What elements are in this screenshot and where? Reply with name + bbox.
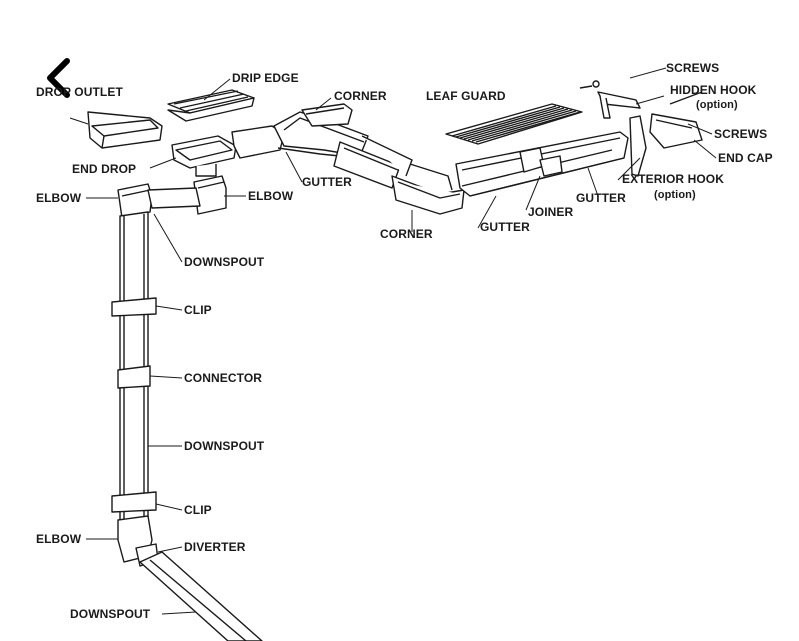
gutter-run-diagonal (333, 135, 413, 189)
label-clip-2: CLIP (184, 503, 212, 517)
corner-bottom-part (391, 163, 465, 215)
label-gutter-right: GUTTER (576, 191, 626, 205)
leaf-guard-part (445, 103, 583, 145)
label-end-cap: END CAP (718, 151, 773, 165)
gutter-stub (231, 125, 285, 159)
label-diverter: DIVERTER (184, 540, 246, 554)
elbow-connector-pipe (147, 187, 201, 209)
screw-right (669, 91, 703, 105)
label-gutter-left: GUTTER (302, 175, 352, 189)
label-exterior-hook: EXTERIOR HOOK (622, 172, 724, 186)
label-screws-top: SCREWS (666, 61, 720, 75)
clip-1-part (111, 297, 157, 317)
screw-top (592, 80, 600, 88)
label-hidden-hook-option: (option) (696, 99, 738, 111)
label-exterior-hook-option: (option) (654, 189, 696, 201)
end-cap-part (649, 113, 703, 149)
label-connector: CONNECTOR (184, 371, 263, 385)
label-elbow-top-right: ELBOW (248, 189, 294, 203)
hidden-hook-part (597, 91, 641, 119)
label-drop-outlet: DROP OUTLET (36, 85, 123, 99)
label-elbow-bottom: ELBOW (36, 532, 82, 546)
label-corner-bottom: CORNER (380, 227, 433, 241)
label-corner-top: CORNER (334, 89, 387, 103)
downspout-vertical (119, 211, 149, 523)
downspout-diagonal (139, 551, 263, 641)
elbow-top-right-part (193, 175, 227, 215)
label-screws-right: SCREWS (714, 127, 768, 141)
leader-lines (69, 67, 717, 615)
label-gutter-middle: GUTTER (480, 220, 530, 234)
label-hidden-hook: HIDDEN HOOK (670, 83, 757, 97)
label-joiner: JOINER (528, 205, 574, 219)
chevron-left-icon (47, 58, 70, 98)
drip-edge-part (167, 89, 255, 122)
end-drop-part (171, 135, 237, 177)
label-leaf-guard: LEAF GUARD (426, 89, 506, 103)
exterior-hook-part (629, 115, 647, 177)
label-end-drop: END DROP (72, 162, 137, 176)
label-clip-1: CLIP (184, 303, 212, 317)
label-elbow-top-left: ELBOW (36, 191, 82, 205)
label-downspout-2: DOWNSPOUT (184, 439, 265, 453)
drop-outlet-part (87, 111, 163, 149)
back-button[interactable] (40, 56, 80, 100)
joiner-part (519, 147, 563, 177)
corner-top-part (301, 103, 353, 127)
label-downspout-3: DOWNSPOUT (70, 607, 151, 621)
label-drip-edge: DRIP EDGE (232, 71, 299, 85)
label-downspout-1: DOWNSPOUT (184, 255, 265, 269)
connector-part (117, 365, 151, 389)
clip-2-part (111, 491, 157, 513)
screw-shaft (579, 85, 593, 89)
